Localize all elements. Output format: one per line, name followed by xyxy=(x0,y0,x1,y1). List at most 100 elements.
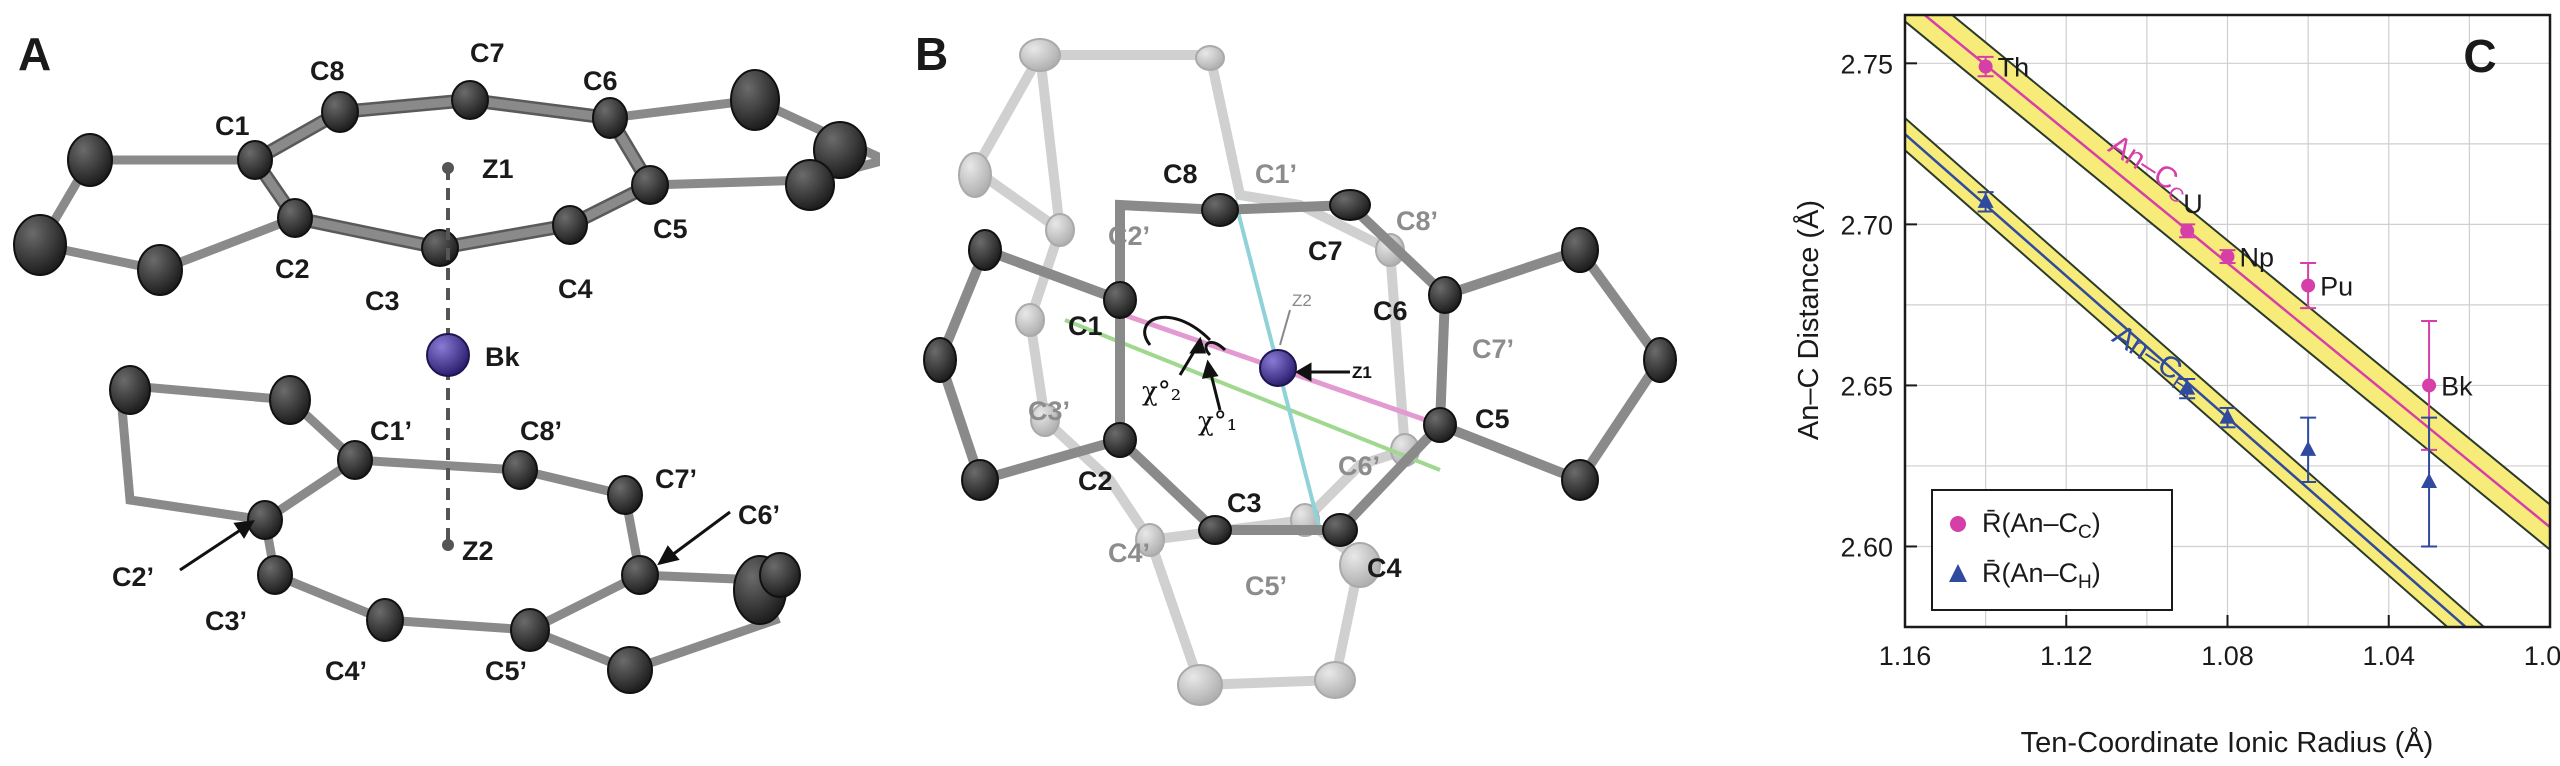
label-b-c2p: C2’ xyxy=(1108,221,1150,251)
x-tick-label: 1.00 xyxy=(2524,641,2560,671)
label-chi2: χ°₂ xyxy=(1142,377,1181,407)
label-c8p: C8’ xyxy=(520,416,562,446)
band-edge-upper-0 xyxy=(1950,15,2550,506)
label-b-c4p: C4’ xyxy=(1108,538,1150,568)
band-edge-lower-0 xyxy=(1905,20,2550,551)
x-tick-label: 1.04 xyxy=(2362,641,2415,671)
data-point-triangle xyxy=(2421,473,2438,489)
panel-a: A xyxy=(0,0,880,766)
data-point-triangle xyxy=(2219,408,2236,424)
label-c5p: C5’ xyxy=(485,656,527,686)
y-tick-label: 2.75 xyxy=(1840,49,1893,79)
label-bk: Bk xyxy=(485,342,520,372)
legend: R̄(An–CC) R̄(An–CH) xyxy=(1931,489,2173,611)
label-b-c6p: C6’ xyxy=(1338,451,1380,481)
band-edge-upper-1 xyxy=(1905,117,2486,627)
x-tick-label: 1.08 xyxy=(2201,641,2254,671)
label-c4p: C4’ xyxy=(325,656,367,686)
label-c7p: C7’ xyxy=(655,464,697,494)
data-point-circle xyxy=(2422,378,2437,393)
label-b-c8: C8 xyxy=(1163,159,1198,189)
label-b-c5p: C5’ xyxy=(1245,571,1287,601)
point-label: U xyxy=(2183,189,2203,219)
bk-atom xyxy=(426,333,470,377)
fit-band-0 xyxy=(1905,15,2550,550)
legend-marker-triangle xyxy=(1949,564,1967,582)
y-tick-label: 2.65 xyxy=(1840,371,1893,401)
point-label: Pu xyxy=(2320,272,2353,302)
upper-atoms xyxy=(13,69,867,296)
label-c6: C6 xyxy=(583,66,618,96)
curve-label-1: An–CH xyxy=(2105,319,2200,399)
label-c7: C7 xyxy=(470,38,505,68)
legend-label-1: R̄(An–CH) xyxy=(1982,558,2101,593)
z1-centroid xyxy=(442,162,454,174)
panel-b-structure: B xyxy=(915,28,1677,706)
label-c8: C8 xyxy=(310,56,345,86)
point-label: Bk xyxy=(2441,371,2473,401)
label-b-z1: Z1 xyxy=(1352,363,1372,382)
label-b-c3p: C3’ xyxy=(1028,396,1070,426)
label-b-c1p: C1’ xyxy=(1255,159,1297,189)
label-b-c7: C7 xyxy=(1308,236,1343,266)
data-point-circle xyxy=(2180,223,2195,238)
bk-atom-b xyxy=(1259,349,1297,387)
y-tick-label: 2.60 xyxy=(1840,532,1893,562)
x-tick-label: 1.16 xyxy=(1879,641,1932,671)
x-tick-label: 1.12 xyxy=(2040,641,2093,671)
band-edge-lower-1 xyxy=(1905,149,2449,627)
panel-b-letter: B xyxy=(915,28,948,80)
panel-a-structure: A xyxy=(13,28,880,694)
panel-a-labels: C1 C8 C7 C6 C5 C4 C3 C2 Z1 Bk C1’ C8’ C7… xyxy=(112,38,780,686)
legend-label-0: R̄(An–CC) xyxy=(1982,508,2101,543)
x-axis-label: Ten-Coordinate Ionic Radius (Å) xyxy=(2021,726,2434,759)
label-b-c1: C1 xyxy=(1068,311,1103,341)
label-chi1: χ°₁ xyxy=(1198,407,1237,437)
label-c3: C3 xyxy=(365,286,400,316)
label-b-c7p: C7’ xyxy=(1472,334,1514,364)
label-c3p: C3’ xyxy=(205,606,247,636)
green-axis xyxy=(1064,318,1441,472)
chi-angles xyxy=(1143,309,1350,411)
point-label: Th xyxy=(1998,53,2030,83)
label-b-c3: C3 xyxy=(1227,488,1262,518)
label-c4: C4 xyxy=(558,274,593,304)
y-tick-label: 2.70 xyxy=(1840,210,1893,240)
data-point-triangle xyxy=(2300,440,2317,456)
label-b-c8p: C8’ xyxy=(1396,206,1438,236)
axis-ticks: 1.16 1.12 1.08 1.04 1.00 2.60 2.65 2.70 2.75 xyxy=(1840,49,2560,671)
label-b-c4: C4 xyxy=(1367,553,1402,583)
label-b-c2: C2 xyxy=(1078,466,1113,496)
front-atoms xyxy=(923,189,1677,547)
data-point-circle xyxy=(2220,249,2235,264)
label-b-c6: C6 xyxy=(1373,296,1408,326)
data-point-triangle xyxy=(2179,379,2196,395)
label-c1: C1 xyxy=(215,111,250,141)
panel-b: B xyxy=(880,0,1780,766)
label-z1: Z1 xyxy=(482,154,514,184)
legend-box xyxy=(1931,489,2173,611)
panel-a-letter: A xyxy=(18,28,51,80)
data-point-circle xyxy=(1978,59,1993,74)
label-b-c5: C5 xyxy=(1475,404,1510,434)
z2-centroid xyxy=(442,539,454,551)
label-z2: Z2 xyxy=(462,536,494,566)
panel-a-arrows xyxy=(179,510,731,572)
label-c2p: C2’ xyxy=(112,562,154,592)
label-c2: C2 xyxy=(275,254,310,284)
point-label: Np xyxy=(2240,243,2275,273)
label-c5: C5 xyxy=(653,214,688,244)
label-b-z2: Z2 xyxy=(1292,291,1312,310)
label-c1p: C1’ xyxy=(370,416,412,446)
panel-b-labels: C8 C1’ C2’ C7 C8’ C1 C6 C7’ C3’ C5 C6’ C… xyxy=(1028,159,1514,601)
legend-marker-circle xyxy=(1950,516,1966,532)
panel-c-letter: C xyxy=(2463,30,2496,82)
data-point-triangle xyxy=(1977,192,1994,208)
y-axis-label: An–C Distance (Å) xyxy=(1792,200,1825,440)
data-point-circle xyxy=(2301,278,2316,293)
label-c6p: C6’ xyxy=(738,500,780,530)
lower-atoms xyxy=(109,365,801,694)
